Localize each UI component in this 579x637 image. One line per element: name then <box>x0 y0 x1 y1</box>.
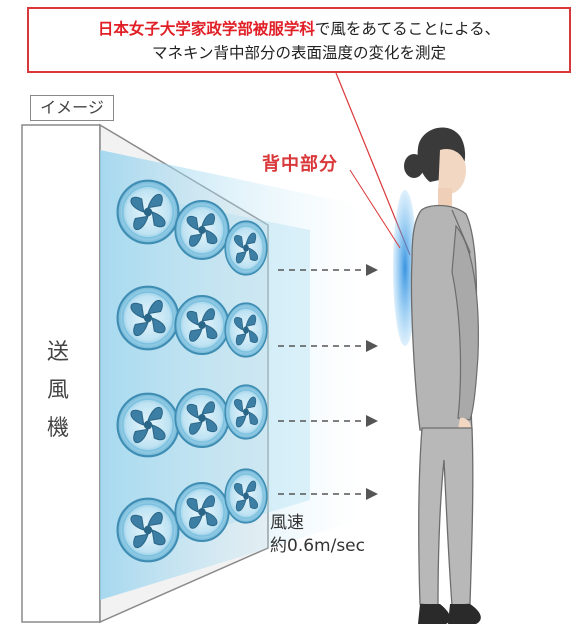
fan-icon <box>174 200 230 260</box>
fan-icon <box>116 179 180 245</box>
fan-icon <box>116 497 180 563</box>
caption-highlight: 日本女子大学家政学部被服学科 <box>97 20 315 38</box>
back-label: 背中部分 <box>262 154 338 175</box>
caption-line-1: 日本女子大学家政学部被服学科で風をあてることによる、 <box>29 17 569 41</box>
back-label-connector <box>349 169 401 249</box>
wind-speed-value: 約0.6m/sec <box>270 536 365 556</box>
fan-icon <box>116 285 180 351</box>
back-highlight <box>393 190 417 346</box>
caption-box: 日本女子大学家政学部被服学科で風をあてることによる、 マネキン背中部分の表面温度… <box>27 7 571 73</box>
fan-icon <box>224 302 268 358</box>
wind-speed-title: 風速 <box>270 513 304 533</box>
blower-label-char: 機 <box>46 416 69 441</box>
fan-icon <box>224 468 268 524</box>
airflow-haze <box>100 150 360 600</box>
blower-label-char: 風 <box>46 378 69 403</box>
caption-rest: で風をあてることによる、 <box>314 20 501 38</box>
blower-label: 送 風 機 <box>40 334 76 448</box>
fan-icon <box>224 384 268 440</box>
fan-icon <box>116 392 180 458</box>
fan-icon <box>174 388 230 448</box>
arrowheads <box>366 264 378 500</box>
fan-icon <box>174 295 230 355</box>
fan-icon <box>224 220 268 276</box>
fan-icon <box>174 482 230 542</box>
wind-arrows <box>278 269 366 495</box>
caption-line-2: マネキン背中部分の表面温度の変化を測定 <box>151 44 447 62</box>
mannequin-figure <box>404 127 481 624</box>
image-tag: イメージ <box>30 95 114 121</box>
wind-speed-label: 風速 約0.6m/sec <box>270 512 365 558</box>
blower-label-char: 送 <box>46 340 69 365</box>
